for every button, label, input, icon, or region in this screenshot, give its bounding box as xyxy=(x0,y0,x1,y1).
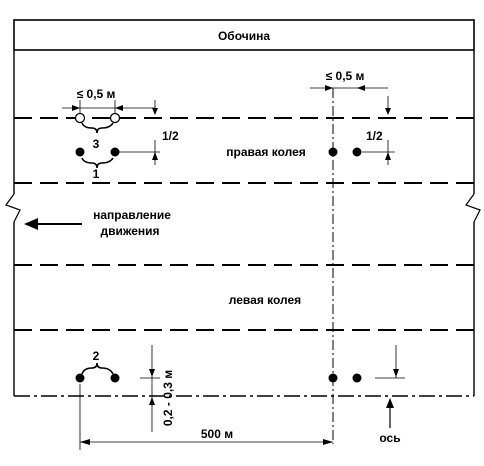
callout-1: 1 xyxy=(93,167,100,181)
brace-3 xyxy=(81,122,114,134)
point-left-track-right-a xyxy=(328,373,338,383)
dim-top-left-arrow-b xyxy=(115,105,123,111)
dim-vertical-arrow-top xyxy=(149,369,155,377)
point-right-track-left-a xyxy=(75,147,85,157)
dim-bottom-arrow-right xyxy=(323,439,333,445)
dim-top-right-tick-arrow xyxy=(385,108,391,115)
callout-3: 3 xyxy=(93,137,100,151)
half-right-arrow xyxy=(385,152,391,160)
dim-top-right-label: ≤ 0,5 м xyxy=(326,69,365,83)
axis-pointer-arrow xyxy=(386,398,394,408)
callout-2: 2 xyxy=(93,349,100,363)
right-track-label: правая колея xyxy=(226,145,306,159)
brace-2 xyxy=(81,362,114,375)
half-left-arrow xyxy=(152,152,158,160)
point-right-track-left-b xyxy=(110,147,120,157)
point-left-track-right-b xyxy=(352,373,362,383)
brace-1 xyxy=(81,157,114,169)
dim-top-right-arrow-a xyxy=(325,85,333,91)
dim-bottom-label: 500 м xyxy=(201,427,233,441)
shoulder-label: Обочина xyxy=(218,29,270,43)
bottom-right-marker-arrow xyxy=(393,369,399,377)
direction-label-line2: движения xyxy=(100,224,159,238)
open-marker-left-a xyxy=(74,112,86,124)
left-edge-break xyxy=(5,193,21,223)
half-left-label: 1/2 xyxy=(162,129,179,143)
half-right-label: 1/2 xyxy=(366,129,383,143)
point-left-track-left-b xyxy=(110,373,120,383)
direction-label-line1: направление xyxy=(93,208,171,222)
dim-vertical-arrow-bottom xyxy=(149,397,155,405)
dim-top-left-label: ≤ 0,5 м xyxy=(77,87,116,101)
dim-top-right-arrow-b xyxy=(357,85,365,91)
point-right-track-right-b xyxy=(352,147,362,157)
point-left-track-left-a xyxy=(75,373,85,383)
dim-top-left-arrow-a xyxy=(72,105,80,111)
dim-top-left-tick-arrow xyxy=(152,108,158,115)
open-marker-left-b xyxy=(109,112,121,124)
right-edge-break xyxy=(465,193,481,223)
dim-vertical-label: 0,2 - 0,3 м xyxy=(161,370,175,426)
left-track-label: левая колея xyxy=(229,293,301,307)
dim-bottom-arrow-left xyxy=(80,439,90,445)
point-right-track-right-a xyxy=(328,147,338,157)
direction-arrow-icon xyxy=(24,218,38,230)
shoulder-box xyxy=(13,19,475,51)
axis-label: ось xyxy=(379,431,400,445)
